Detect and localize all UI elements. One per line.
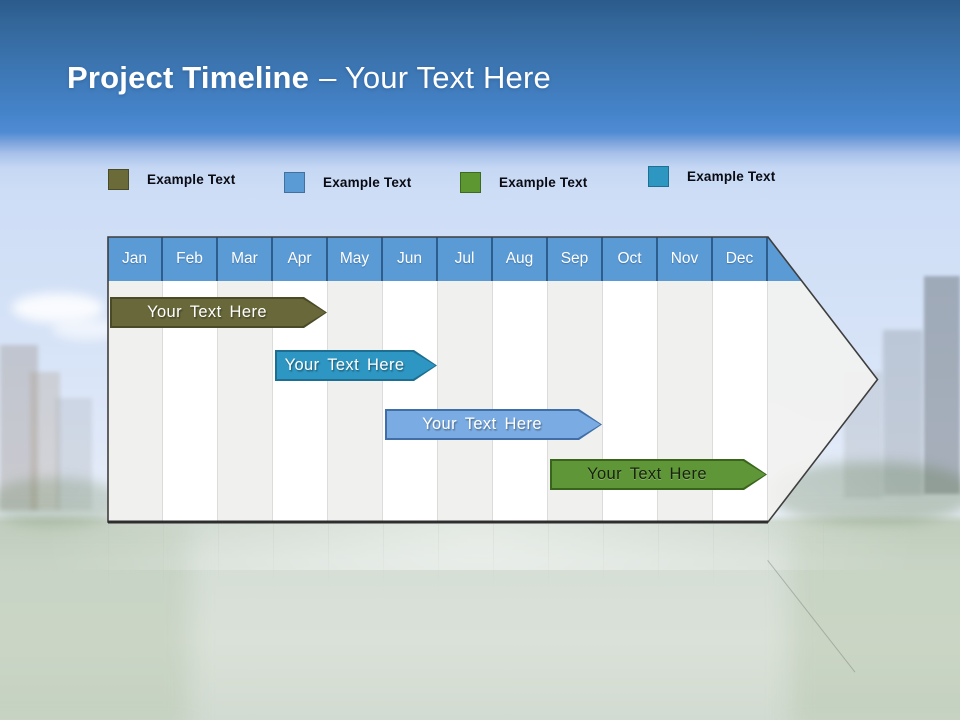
title-main: Project Timeline xyxy=(67,60,310,95)
slide-title: Project Timeline – Your Text Here xyxy=(67,60,551,96)
bar-arrow-fill xyxy=(552,461,766,489)
month-header-cell: Feb xyxy=(163,237,218,281)
month-header-cell: May xyxy=(328,237,383,281)
legend-label: Example Text xyxy=(687,169,776,184)
month-header-cell: Jan xyxy=(108,237,163,281)
legend-item: Example Text xyxy=(284,172,411,193)
month-header-cell: Jun xyxy=(383,237,438,281)
legend-label: Example Text xyxy=(323,175,412,190)
title-secondary: – Your Text Here xyxy=(319,60,551,95)
month-header-cell: Oct xyxy=(603,237,658,281)
month-header-cell: Dec xyxy=(713,237,768,281)
bar-arrow-fill xyxy=(277,352,436,380)
background-building xyxy=(0,345,38,510)
background-building xyxy=(883,330,923,495)
bar-label: Your Text Here xyxy=(284,356,405,374)
bar-label: Your Text Here xyxy=(587,465,707,483)
legend-color-swatch xyxy=(284,172,305,193)
legend-item: Example Text xyxy=(108,169,235,190)
bar-label: Your Text Here xyxy=(422,415,542,433)
background-building xyxy=(30,372,60,510)
table-reflection xyxy=(108,524,878,604)
legend-item: Example Text xyxy=(460,172,587,193)
timeline-bar: Your Text Here xyxy=(110,297,327,328)
legend-color-swatch xyxy=(648,166,669,187)
legend-color-swatch xyxy=(108,169,129,190)
month-header-cell: Apr xyxy=(273,237,328,281)
timeline-bar: Your Text Here xyxy=(275,350,437,381)
month-header-cell: Sep xyxy=(548,237,603,281)
legend-color-swatch xyxy=(460,172,481,193)
month-header-cell: Aug xyxy=(493,237,548,281)
month-header-cell: Mar xyxy=(218,237,273,281)
bar-arrow-fill xyxy=(387,411,601,439)
background-building xyxy=(56,398,92,510)
month-header-cell: Jul xyxy=(438,237,493,281)
timeline-bar: Your Text Here xyxy=(385,409,602,440)
background-trees xyxy=(0,478,120,526)
background-cloud xyxy=(12,293,104,323)
timeline-bar: Your Text Here xyxy=(550,459,767,490)
legend-item: Example Text xyxy=(648,166,775,187)
background-building xyxy=(924,276,960,494)
month-header-cell: Nov xyxy=(658,237,713,281)
bar-label: Your Text Here xyxy=(147,303,267,321)
legend-label: Example Text xyxy=(499,175,588,190)
bar-arrow-fill xyxy=(112,299,326,327)
legend-label: Example Text xyxy=(147,172,236,187)
